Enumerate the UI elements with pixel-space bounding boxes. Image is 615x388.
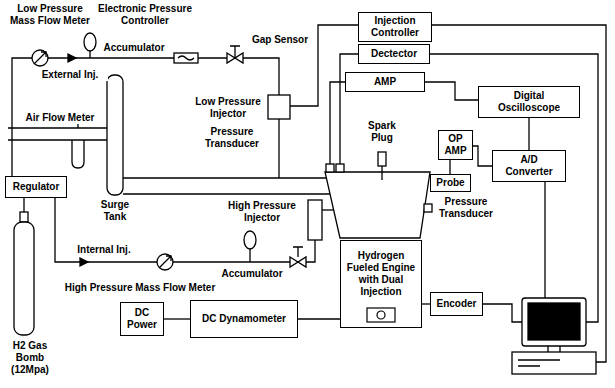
crank-wheel: [377, 311, 385, 319]
flow-meter-arrow: [159, 256, 171, 268]
part-label: Air Flow Meter: [21, 112, 99, 124]
accumulator: [244, 231, 256, 249]
signal-wire: [340, 54, 368, 164]
accumulator: [84, 33, 96, 51]
crank-symbol: [366, 307, 396, 323]
low-pressure-line: [12, 58, 279, 186]
process-box: OP AMP: [438, 130, 473, 160]
connector-line: [473, 146, 492, 166]
connector-line: [164, 318, 190, 319]
bomb-valve: [20, 212, 28, 222]
intake-manifold: [123, 178, 330, 194]
computer-base: [512, 352, 596, 374]
signal-wire: [420, 54, 598, 322]
pressure-controller: [174, 53, 198, 63]
process-box: Dectector: [358, 44, 430, 64]
box-label: Probe: [436, 177, 464, 189]
part-label: Pressure Transducer: [202, 126, 262, 150]
process-box: A/D Converter: [492, 150, 566, 182]
injector-nozzle: [278, 119, 279, 178]
computer-screen: [528, 303, 580, 340]
connector-line: [422, 303, 430, 304]
gas-bomb: [14, 222, 34, 335]
process-box: Regulator: [5, 176, 67, 198]
box-label: Encoder: [436, 298, 476, 310]
accumulator-stem: [249, 249, 250, 262]
signal-wire: [330, 82, 355, 164]
signal-wire: [420, 25, 606, 362]
accumulator-stem: [89, 51, 90, 58]
air-flow-meter: [72, 124, 84, 168]
valve-handle: [293, 247, 303, 257]
part-label: High Pressure Mass Flow Meter: [60, 282, 220, 294]
process-box: Encoder: [430, 292, 483, 316]
part-label: Low Pressure Mass Flow Meter: [4, 3, 96, 27]
box-label: Regulator: [13, 181, 60, 193]
box-label: Hydrogen Fueled Engine with Dual Injecti…: [345, 250, 417, 298]
box-label: DC Power: [125, 307, 159, 331]
spark-plug: [378, 152, 386, 166]
part-label: Surge Tank: [97, 199, 133, 223]
part-label: Accumulator: [219, 268, 285, 280]
disk-slot: [518, 360, 560, 366]
connector-line: [298, 318, 340, 319]
box-label: OP AMP: [443, 133, 468, 157]
process-box: Injection Controller: [358, 12, 432, 42]
part-label: Spark Plug: [362, 120, 402, 144]
engine-head: [325, 172, 430, 238]
signal-wire: [544, 170, 545, 298]
computer-monitor: [522, 298, 586, 346]
air-intake: [8, 128, 107, 140]
box-label: Digital Oscilloscope: [483, 90, 575, 114]
process-box: DC Power: [120, 302, 164, 336]
low-pressure-injector: [268, 95, 290, 119]
part-label: Gap Sensor: [250, 34, 310, 46]
pressure-transducer: [326, 164, 334, 172]
box-label: AMP: [374, 76, 396, 88]
box-label: Injection Controller: [363, 15, 427, 39]
pressure-transducer: [424, 204, 432, 212]
surge-tank: [107, 75, 123, 195]
flow-arrow: [80, 258, 88, 266]
flow-meter: [157, 254, 173, 270]
part-label: Pressure Transducer: [436, 196, 496, 220]
monitor-stand: [548, 346, 560, 352]
connector-line: [425, 82, 478, 100]
flow-meter-arrow: [34, 52, 46, 64]
part-label: Electronic Pressure Controller: [95, 3, 195, 27]
part-label: High Pressure Injector: [226, 200, 298, 224]
process-box: Hydrogen Fueled Engine with Dual Injecti…: [340, 240, 422, 328]
injector-nozzle: [322, 209, 334, 210]
box-label: Dectector: [371, 48, 417, 60]
part-label: H2 Gas Bomb (12Mpa): [6, 340, 54, 376]
spark-plug-tip: [381, 166, 382, 180]
box-label: DC Dynamometer: [202, 313, 286, 325]
part-label: Low Pressure Injector: [192, 96, 264, 120]
flow-arrow: [68, 54, 76, 62]
crank-case: [367, 308, 395, 322]
valve: [290, 257, 306, 267]
process-box: Probe: [430, 174, 471, 192]
part-label: Accumulator: [99, 42, 169, 54]
connector-line: [449, 160, 450, 174]
process-box: AMP: [345, 72, 425, 92]
part-label: External Inj.: [32, 69, 108, 81]
valve-handle: [230, 46, 240, 58]
high-pressure-line: [55, 190, 315, 262]
process-box: Digital Oscilloscope: [478, 86, 580, 118]
high-pressure-injector: [308, 200, 322, 240]
box-label: A/D Converter: [497, 154, 561, 178]
part-label: Internal Inj.: [72, 244, 136, 256]
process-box: DC Dynamometer: [190, 300, 298, 338]
pressure-controller-mark: [178, 56, 194, 60]
gap-sensor: [336, 164, 344, 172]
flow-meter: [32, 50, 48, 66]
connector-line: [528, 118, 529, 150]
